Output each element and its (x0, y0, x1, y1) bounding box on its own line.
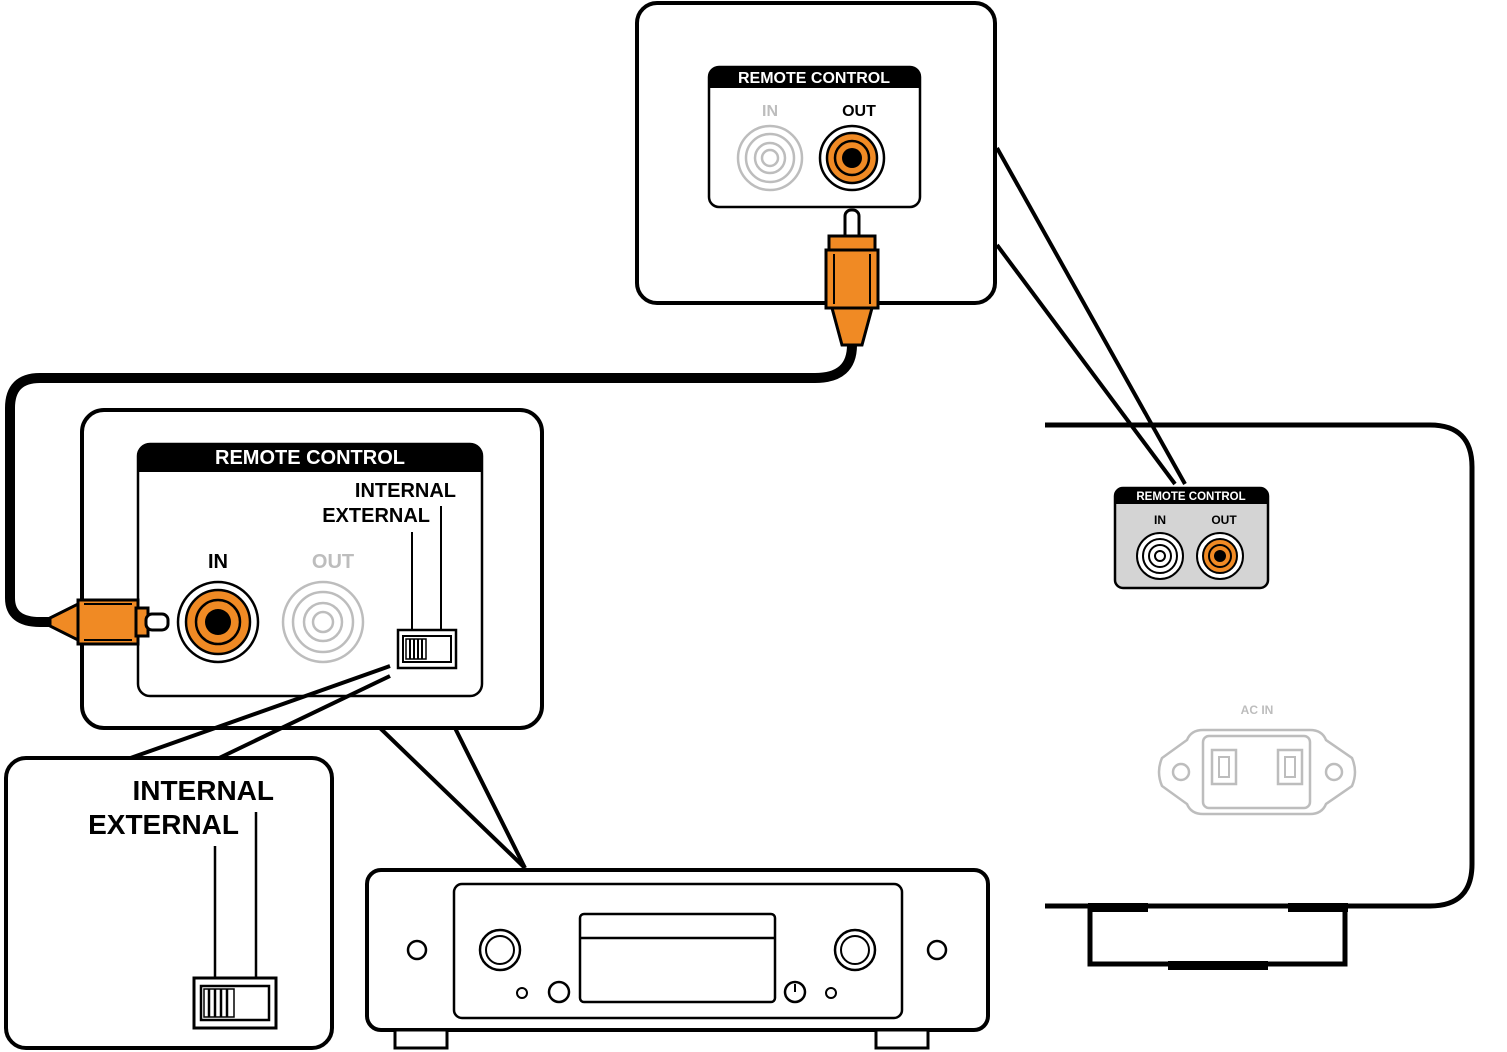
small-indicator-right (825, 987, 837, 999)
top-callout-lines (995, 147, 1187, 486)
amp-remote-in-label: IN (1154, 513, 1166, 527)
top-zoom-panel: REMOTE CONTROL IN OUT (635, 1, 997, 305)
amp-remote-in-jack[interactable] (1136, 532, 1184, 580)
small-indicator-left (516, 987, 528, 999)
right-knob (833, 928, 877, 972)
ac-in-label: AC IN (1241, 703, 1274, 717)
internal-external-switch[interactable] (396, 628, 458, 670)
left-panel-in-label: IN (208, 551, 228, 573)
left-zoom-panel: REMOTE CONTROL INTERNAL EXTERNAL IN OUT (80, 408, 544, 730)
zoom-external-label: EXTERNAL (88, 809, 239, 840)
left-button (406, 939, 428, 961)
left-rca-plug (48, 598, 170, 646)
zoom-switch (192, 976, 278, 1030)
rca-cable (5, 208, 880, 627)
small-knob-left (547, 980, 571, 1004)
top-panel-title: REMOTE CONTROL (738, 70, 890, 87)
player-callout-lines (378, 726, 527, 870)
top-rca-plug (824, 208, 880, 347)
amp-remote-out-label: OUT (1211, 513, 1237, 527)
switch-zoom-panel: INTERNAL EXTERNAL (4, 756, 334, 1050)
right-button (926, 939, 948, 961)
disc-tray (578, 912, 777, 1004)
left-knob (478, 928, 522, 972)
switch-callout-lines (124, 664, 391, 762)
left-panel-in-jack[interactable] (176, 580, 260, 664)
zoom-internal-label: INTERNAL (132, 775, 274, 806)
left-panel-out-jack[interactable] (281, 580, 365, 664)
top-panel-out-label: OUT (842, 103, 876, 120)
amp-remote-control-panel: REMOTE CONTROL IN OUT (1113, 486, 1270, 590)
top-panel-in-label: IN (762, 103, 778, 120)
power-button (783, 980, 807, 1004)
left-panel-external-label: EXTERNAL (322, 505, 430, 527)
amp-remote-title: REMOTE CONTROL (1136, 491, 1245, 503)
top-panel-in-jack[interactable] (736, 124, 804, 192)
amp-remote-out-jack[interactable] (1196, 532, 1244, 580)
cd-player-front (365, 868, 990, 1050)
top-panel-out-jack[interactable] (818, 124, 886, 192)
ac-inlet: AC IN (1157, 703, 1357, 816)
left-panel-title: REMOTE CONTROL (215, 447, 405, 469)
amplifier-rear-unit: REMOTE CONTROL IN OUT AC IN (1045, 422, 1475, 970)
left-panel-out-label: OUT (312, 551, 354, 573)
left-panel-internal-label: INTERNAL (355, 480, 456, 502)
